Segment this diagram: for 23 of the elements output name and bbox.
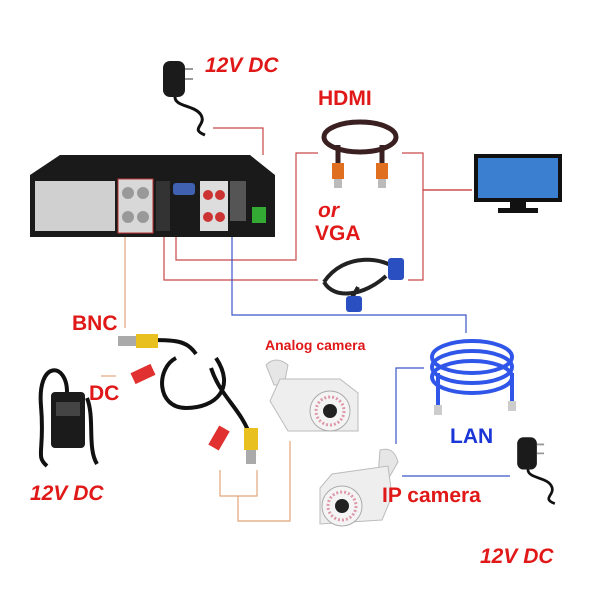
cable-line — [163, 237, 318, 281]
cable-line — [402, 475, 510, 477]
caption-label: BNC — [72, 312, 118, 336]
cable-line — [124, 237, 126, 328]
caption-label: LAN — [450, 425, 494, 448]
cable-line — [408, 189, 472, 281]
cable-line — [213, 127, 264, 155]
cable-line — [231, 237, 467, 333]
caption-label: 12V DC — [30, 482, 104, 506]
caption-label: Analog camera — [265, 338, 366, 354]
caption-label: IP camera — [382, 484, 481, 508]
cable-line — [101, 375, 116, 377]
caption-label: VGA — [315, 222, 361, 246]
video-recorder-drawing — [30, 155, 275, 237]
cable-line — [175, 152, 318, 261]
caption-label: HDMI — [318, 87, 372, 110]
monitor-drawing — [472, 152, 564, 216]
caption-label: 12V DC — [205, 54, 279, 78]
caption-label: DC — [89, 382, 120, 406]
caption-label: 12V DC — [480, 545, 554, 568]
text-label: or — [318, 199, 339, 222]
cable-line — [219, 440, 291, 522]
cable-line — [395, 367, 424, 444]
